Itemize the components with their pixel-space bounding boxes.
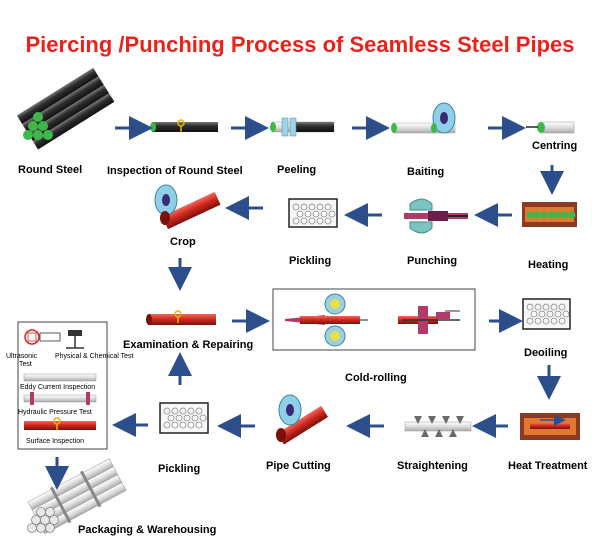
label-centring: Centring — [532, 140, 578, 152]
label-deoiling: Deoiling — [524, 347, 568, 359]
cold-rolling-box — [272, 288, 476, 351]
round-steel-icon — [16, 67, 115, 150]
deoiling-tank-icon — [522, 298, 571, 330]
pickling-tank-2-icon — [159, 402, 209, 434]
inspection-box — [17, 321, 108, 450]
label-heat-treatment: Heat Treatment — [508, 460, 588, 472]
label-test: Test — [19, 361, 32, 368]
heating-furnace-icon — [522, 202, 577, 227]
round-steel-bar-icon — [150, 119, 218, 132]
pipe-cutting-saw-icon — [276, 394, 328, 445]
pickling-tank-icon — [288, 198, 338, 228]
label-physical-chemical: Physical & Chemical Test — [55, 353, 134, 360]
label-punching: Punching — [407, 255, 458, 267]
label-pickling-2: Pickling — [158, 463, 201, 475]
label-eddy-current: Eddy Current Inspection — [20, 384, 96, 391]
punching-machine-icon — [404, 198, 468, 234]
label-straightening: Straightening — [397, 460, 468, 472]
baiting-saw-icon — [391, 102, 456, 134]
packaging-bundle-icon — [27, 458, 127, 535]
label-heating: Heating — [528, 259, 569, 271]
crop-saw-icon — [154, 184, 221, 230]
label-ultrasonic: Ultrasonic — [6, 353, 38, 360]
flow-arrows — [45, 116, 564, 490]
label-pipe-cutting: Pipe Cutting — [266, 460, 331, 472]
page-title: Piercing /Punching Process of Seamless S… — [25, 32, 575, 57]
label-hydraulic: Hydraulic Pressure Test — [18, 409, 92, 416]
label-surface: Surface Inspection — [26, 438, 84, 445]
straightening-machine-icon — [404, 416, 472, 437]
label-packaging: Packaging & Warehousing — [78, 524, 217, 536]
label-inspection: Inspection of Round Steel — [107, 165, 243, 177]
label-baiting: Baiting — [407, 166, 445, 178]
label-peeling: Peeling — [277, 164, 317, 176]
label-cold-rolling: Cold-rolling — [345, 372, 407, 384]
label-round-steel: Round Steel — [18, 164, 83, 176]
examination-pipe-icon — [146, 310, 216, 325]
label-examination: Examination & Repairing — [123, 339, 254, 351]
centring-bar-icon — [526, 121, 575, 134]
label-crop: Crop — [170, 236, 196, 248]
peeling-bar-icon — [270, 117, 335, 137]
label-pickling-1: Pickling — [289, 255, 332, 267]
heat-treatment-furnace-icon — [520, 413, 580, 440]
